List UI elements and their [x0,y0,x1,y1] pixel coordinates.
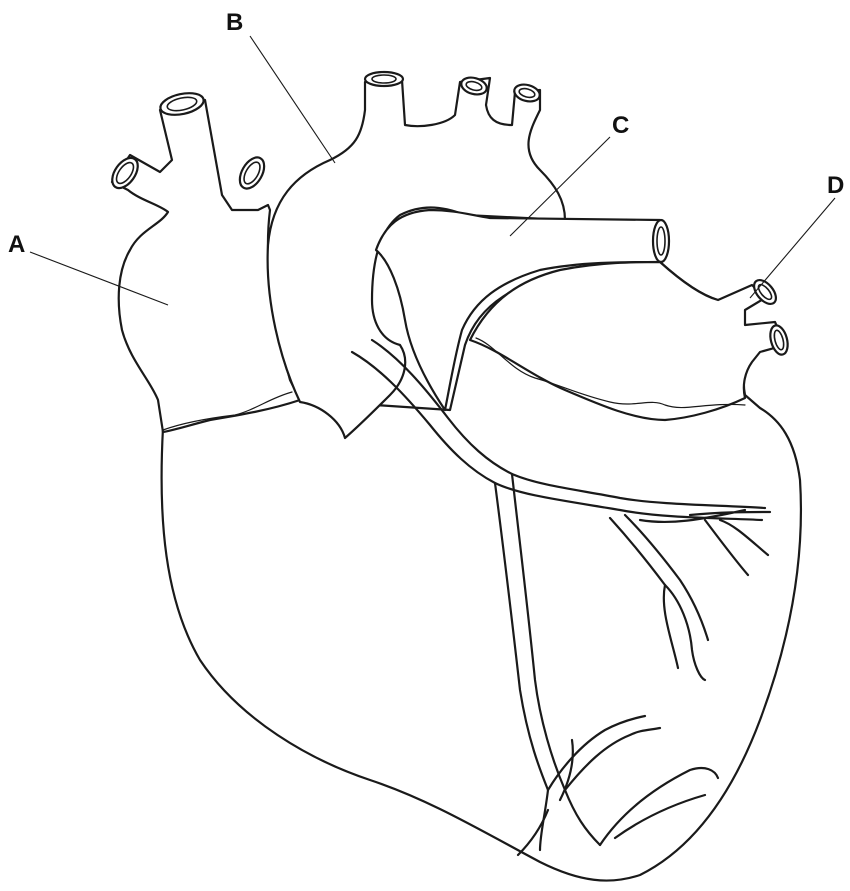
brachiocephalic-lumen [372,75,396,83]
leader-d [750,198,835,298]
leader-b [250,36,335,163]
label-d: D [827,172,844,199]
label-b: B [226,9,243,36]
label-a: A [8,231,25,258]
label-c: C [612,112,629,139]
pulmonary-artery-lumen [657,227,665,255]
